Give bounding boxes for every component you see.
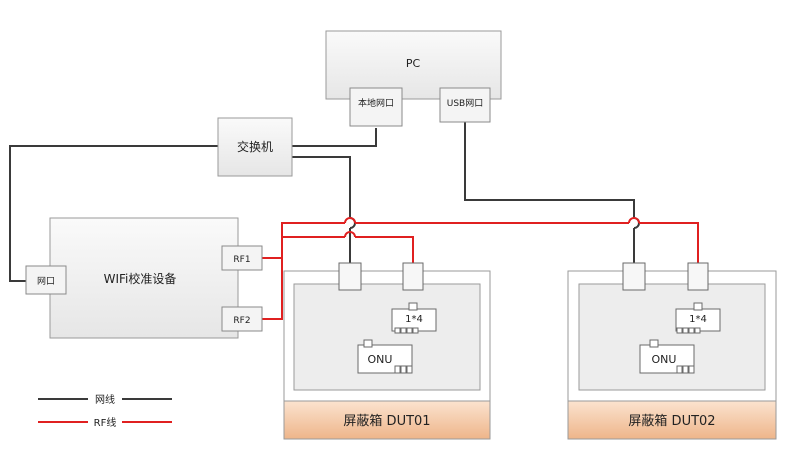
box1-label: 屏蔽箱 DUT01 [343,413,430,429]
pc-local-port [349,87,403,127]
box2-label-bar [567,400,777,440]
box2-label: 屏蔽箱 DUT02 [628,413,715,429]
net-line-pc-switch [292,128,377,147]
net-line-switch-wifi [9,145,218,282]
shield-box-2: 屏蔽箱 DUT02 1*4 ONU [567,262,777,440]
pc-label: PC [406,57,421,70]
wifi-device-label: WIFi校准设备 [104,271,177,286]
box1-onu-label: ONU [368,353,393,366]
rf-line-hop1 [344,217,356,224]
rf2-port-label: RF2 [233,316,250,326]
box2-onu-label: ONU [652,353,677,366]
legend-net-label: 网线 [95,393,115,406]
box1-net-port [338,262,362,291]
box1-splitter-label: 1*4 [405,314,423,325]
rf2-port [221,306,263,332]
net-line-switch-box1 [292,156,351,218]
rf-line-rf1-c [639,222,699,263]
pc-usb-port [439,87,491,123]
legend: 网线 RF线 [38,392,172,429]
pc-local-port-label: 本地网口 [358,97,394,109]
legend-rf-label: RF线 [94,416,117,429]
rf1-port [221,245,263,271]
rf-line-rf1 [262,222,345,259]
box2-rf-port [687,262,709,291]
rf-line-rf2 [262,236,345,320]
pc-node: PC 本地网口 USB网口 [325,30,502,127]
switch-label: 交换机 [237,139,273,154]
net-line-usb-box2 [464,122,635,218]
box2-net-port [622,262,646,291]
rf1-port-label: RF1 [233,255,250,265]
rf-line-rf2-b [355,236,414,263]
box1-label-bar [283,400,491,440]
rf-line-hop3 [344,231,356,238]
box2-splitter-label: 1*4 [689,314,707,325]
wifi-device-node: WIFi校准设备 网口 RF1 RF2 [25,217,263,339]
rf-line-hop2 [628,217,640,224]
wifi-device-port [25,265,67,295]
switch-node: 交换机 [217,117,293,177]
wifi-device-port-label: 网口 [37,276,55,287]
shield-box-1: 屏蔽箱 DUT01 1*4 ONU [283,262,491,440]
box1-rf-port [402,262,424,291]
pc-usb-port-label: USB网口 [447,98,483,109]
